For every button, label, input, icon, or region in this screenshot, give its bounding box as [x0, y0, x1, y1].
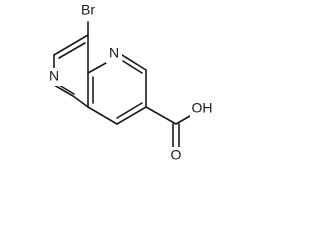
chemical-structure-diagram: Br N N OH O — [46, 1, 216, 165]
ring-nitrogen-left-label: N — [49, 68, 59, 84]
bond-c3-carboxyl — [145, 106, 177, 125]
bond-c7-c8-double — [58, 42, 86, 59]
bond-n1-c2-double — [122, 60, 143, 74]
bond-c8-c7 — [53, 34, 89, 56]
bond-carboxyl-oh — [175, 115, 191, 125]
atom-labels: Br N N OH O — [46, 2, 216, 165]
bond-lines — [53, 21, 191, 148]
hydroxyl-label: OH — [192, 100, 213, 116]
bond-c3-c4 — [116, 106, 147, 125]
bond-c4-c4a — [87, 106, 118, 125]
bond-n6-c5-double — [58, 84, 75, 95]
bond-c8a-n1 — [87, 62, 107, 74]
ring-nitrogen-top-label: N — [109, 45, 119, 61]
carbonyl-oxygen-label: O — [171, 147, 182, 163]
bond-n1-c2 — [121, 54, 147, 71]
bond-c5-c4a — [72, 95, 89, 108]
bond-n6-c5 — [53, 84, 74, 97]
bond-c3-c4-double — [116, 102, 143, 119]
bromine-label: Br — [81, 2, 95, 18]
